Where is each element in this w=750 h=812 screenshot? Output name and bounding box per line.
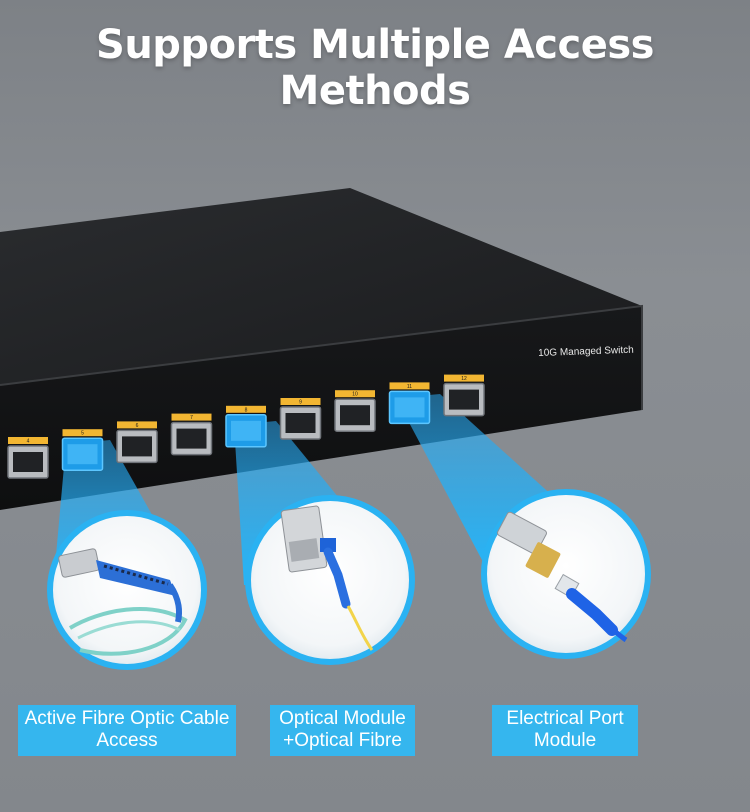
label-line: +Optical Fibre: [283, 730, 402, 751]
port-label-tab: [226, 405, 266, 413]
aoc-cable-illustration: [58, 548, 188, 656]
label-line: Access: [96, 730, 158, 751]
sfp-port-6: 6: [116, 421, 158, 464]
port-label-tab: [444, 374, 484, 382]
sfp-ports: 4 5 6 7 8 9 10 11 12: [7, 374, 485, 479]
port-number: 12: [461, 376, 467, 382]
sfp-port-5: 5: [61, 429, 104, 471]
bezel-edge: [0, 304, 643, 410]
port-opening: [394, 397, 425, 418]
port-opening: [67, 444, 98, 465]
port-label-tab: [62, 429, 103, 437]
port-label-tab: [389, 382, 430, 390]
sfp-port-12: 12: [443, 374, 485, 417]
circle-center: [245, 495, 415, 665]
label-active-fibre: Active Fibre Optic Cable Access: [18, 705, 236, 756]
port-opening: [176, 428, 207, 449]
electrical-module-illustration: [497, 511, 628, 643]
port-label-tab: [8, 437, 48, 444]
sfp-port-11: 11: [388, 382, 431, 425]
port-number: 9: [299, 400, 302, 406]
sfp-port-10: 10: [334, 390, 376, 432]
circle-left: [47, 510, 207, 670]
port-number: 6: [136, 423, 139, 429]
port-number: 8: [245, 407, 248, 413]
port-number: 10: [352, 392, 358, 398]
port-label-tab: [335, 390, 375, 398]
port-opening: [231, 420, 261, 441]
label-line: Optical Module: [279, 708, 406, 729]
port-label-tab: [117, 421, 157, 429]
switch-top-face: [0, 188, 642, 385]
label-line: Electrical Port: [506, 708, 624, 729]
sfp-port-9: 9: [279, 398, 322, 440]
port-opening: [13, 452, 43, 472]
label-electrical-port: Electrical Port Module: [492, 705, 638, 756]
port-opening: [340, 405, 370, 426]
label-line: Active Fibre Optic Cable: [24, 708, 230, 729]
port-opening: [285, 413, 316, 433]
label-line: Module: [533, 730, 597, 751]
port-number: 7: [190, 415, 193, 421]
port-label-tab: [280, 398, 321, 405]
port-number: 4: [27, 439, 30, 445]
port-opening: [449, 389, 479, 410]
port-number: 5: [81, 431, 84, 437]
page-title: Supports Multiple Access Methods: [96, 22, 654, 114]
label-optical-module: Optical Module +Optical Fibre: [270, 705, 415, 756]
port-number: 11: [407, 384, 412, 390]
sfp-port-4: 4: [7, 437, 49, 479]
sfp-port-8: 8: [225, 405, 267, 448]
sfp-port-7: 7: [170, 413, 213, 456]
port-label-tab: [171, 413, 212, 421]
optical-module-illustration: [280, 505, 374, 651]
port-opening: [122, 436, 152, 457]
